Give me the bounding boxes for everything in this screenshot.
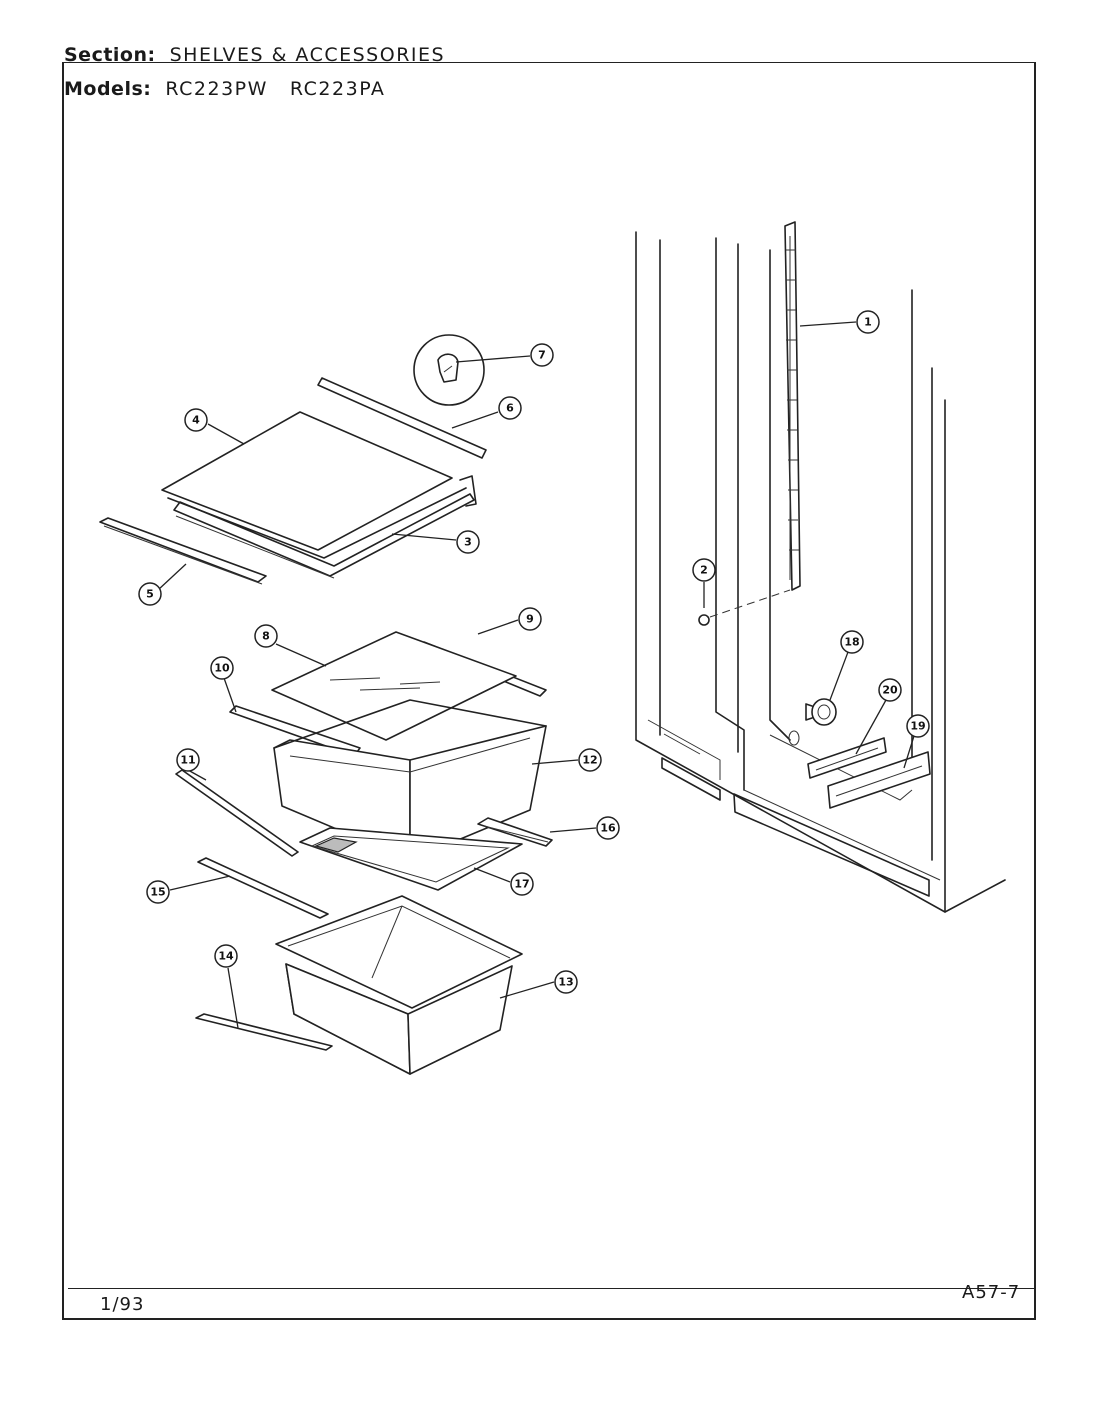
- rail-15: [197, 857, 329, 919]
- diagram-frame: [62, 62, 1036, 1320]
- callout-15: 15: [146, 880, 170, 904]
- rail-11: [175, 769, 299, 857]
- top-shelf-assembly: [99, 377, 487, 585]
- callout-16: 16: [596, 816, 620, 840]
- callout-13: 13: [554, 970, 578, 994]
- svg-text:13: 13: [558, 976, 573, 989]
- callout-8: 8: [254, 624, 278, 648]
- svg-text:14: 14: [218, 950, 234, 963]
- callouts: 1 2 3 4 5 6 7 8 10 9 11 12 15: [138, 310, 930, 1029]
- svg-text:18: 18: [844, 636, 859, 649]
- deep-bin: [275, 895, 523, 1075]
- svg-text:8: 8: [262, 630, 270, 643]
- svg-text:11: 11: [180, 754, 195, 767]
- callout-17: 17: [510, 872, 534, 896]
- svg-text:4: 4: [192, 414, 200, 427]
- refrigerator-cabinet: [635, 231, 1006, 913]
- section-label: Section:: [64, 44, 156, 66]
- svg-text:3: 3: [464, 536, 472, 549]
- model-2: RC223PA: [289, 78, 386, 100]
- callout-9: 9: [518, 607, 542, 631]
- shelf-ladder-rail: [784, 221, 801, 591]
- svg-text:17: 17: [514, 878, 529, 891]
- callout-6: 6: [498, 396, 522, 420]
- section-header: Section: SHELVES & ACCESSORIES: [64, 44, 445, 66]
- svg-text:19: 19: [910, 720, 925, 733]
- callout-7: 7: [530, 343, 554, 367]
- control-knob: [788, 698, 837, 746]
- models-header: Models: RC223PW RC223PA: [64, 78, 385, 100]
- callout-2: 2: [692, 558, 716, 582]
- svg-text:5: 5: [146, 588, 154, 601]
- callout-1: 1: [856, 310, 880, 334]
- callout-5: 5: [138, 582, 162, 606]
- callout-12: 12: [578, 748, 602, 772]
- bracket-part: [807, 737, 887, 779]
- callout-11: 11: [176, 748, 200, 772]
- callout-14: 14: [214, 944, 238, 968]
- model-1: RC223PW: [165, 78, 268, 100]
- svg-text:12: 12: [582, 754, 597, 767]
- callout-18: 18: [840, 630, 864, 654]
- svg-text:6: 6: [506, 402, 514, 415]
- svg-text:20: 20: [882, 684, 898, 697]
- svg-text:7: 7: [538, 349, 546, 362]
- callout-4: 4: [184, 408, 208, 432]
- svg-text:10: 10: [214, 662, 230, 675]
- crisper-assembly: [229, 631, 553, 891]
- rail-14: [195, 1013, 333, 1051]
- footer-divider: [68, 1288, 1034, 1289]
- svg-text:15: 15: [150, 886, 165, 899]
- callout-3: 3: [456, 530, 480, 554]
- clip-detail: [413, 334, 485, 406]
- models-label: Models:: [64, 78, 152, 100]
- svg-text:9: 9: [526, 613, 534, 626]
- screw-part: [698, 589, 791, 626]
- footer-page-code: A57-7: [962, 1282, 1021, 1303]
- callout-10: 10: [210, 656, 234, 680]
- callout-19: 19: [906, 714, 930, 738]
- callout-20: 20: [878, 678, 902, 702]
- svg-text:16: 16: [600, 822, 616, 835]
- svg-text:2: 2: [700, 564, 708, 577]
- footer-date: 1/93: [100, 1294, 145, 1315]
- section-value: SHELVES & ACCESSORIES: [169, 44, 446, 66]
- svg-text:1: 1: [864, 316, 872, 329]
